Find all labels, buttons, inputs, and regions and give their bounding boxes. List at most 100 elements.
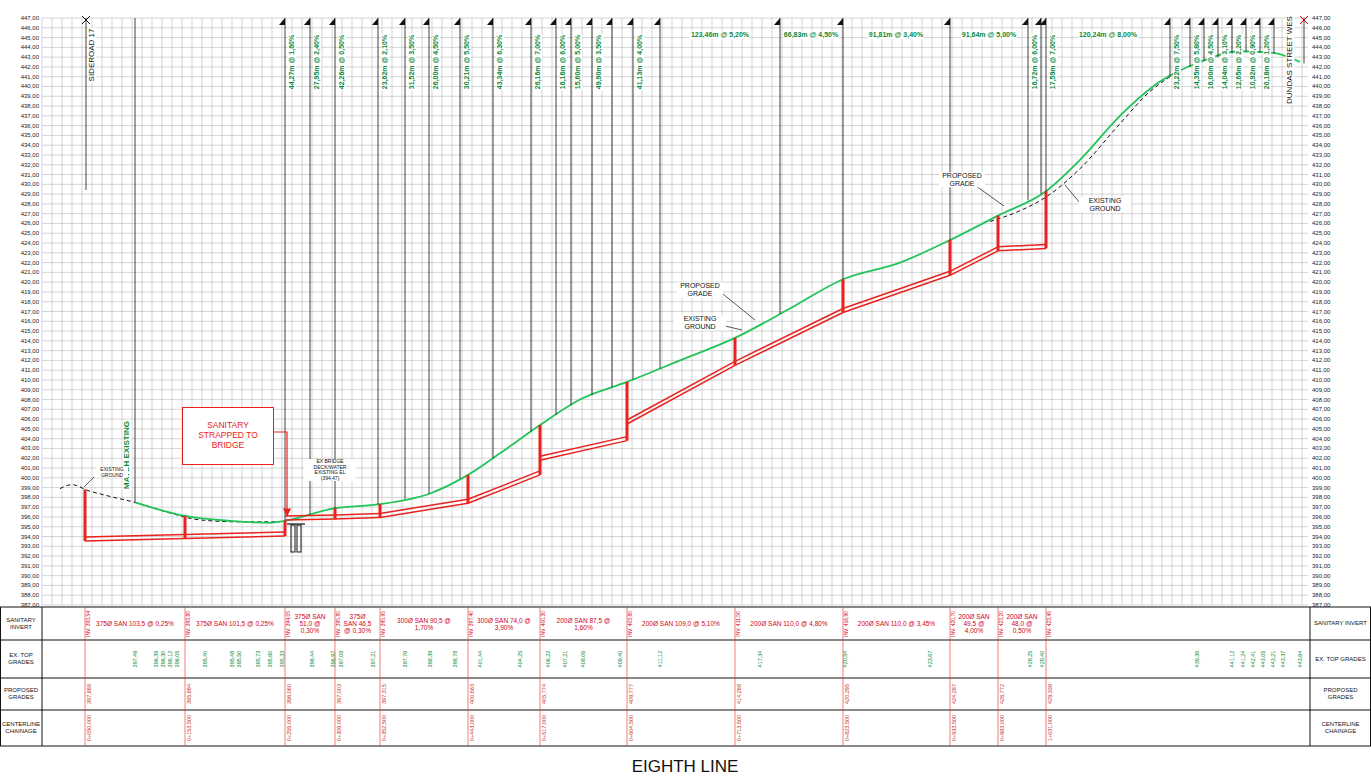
elevation-tick: 395,00	[21, 523, 39, 530]
grid-line	[852, 18, 853, 605]
invert-label: INV. 395,80	[336, 610, 342, 638]
elevation-tick: 393,00	[1312, 543, 1330, 550]
bridge-deck	[287, 523, 305, 524]
leader-line	[84, 477, 94, 487]
grade-value: 401,44	[477, 651, 483, 668]
elevation-tick: 404,00	[1312, 435, 1330, 442]
grid-line	[1082, 18, 1083, 605]
road-name: DUNDAS STREET WES	[1286, 15, 1295, 105]
invert-label: INV. 420,70	[951, 610, 957, 638]
chainage-value: 0+352,500	[381, 714, 387, 742]
grade-value: 424,287	[951, 683, 957, 705]
elevation-tick: 413,00	[21, 347, 39, 354]
elevation-tick: 408,00	[1312, 396, 1330, 403]
grade-value: 397,003	[336, 683, 342, 705]
grid-line	[1202, 18, 1203, 605]
callout-arrow	[274, 432, 287, 516]
row-header: SANITARY INVERT	[1310, 607, 1371, 640]
grid-line	[602, 18, 603, 605]
elevation-tick: 437,00	[21, 113, 39, 120]
elevation-tick: 406,00	[21, 416, 39, 423]
grade-value: 397,315	[381, 683, 387, 705]
elevation-tick: 432,00	[1312, 161, 1330, 168]
grid-line	[822, 18, 823, 605]
grid-line	[502, 18, 503, 605]
grade-value: 423,67	[927, 651, 933, 668]
elevation-tick: 430,00	[1312, 181, 1330, 188]
chainage-value: 0+443,000	[469, 714, 475, 742]
grid-line	[762, 18, 763, 605]
grade-label: 42,26m @ 0,50%	[338, 34, 346, 90]
grade-break-line	[405, 18, 406, 499]
invert-label: INV. 411,50	[736, 610, 742, 638]
pipe-wall	[335, 517, 380, 518]
grid-line	[632, 18, 633, 605]
elevation-tick: 415,00	[1312, 328, 1330, 335]
grid-line	[802, 18, 803, 605]
grid-line	[1062, 18, 1063, 605]
grade-break-line	[531, 18, 532, 431]
manhole-riser	[184, 516, 187, 539]
chainage-value: 0+255,000	[286, 714, 292, 742]
grid-line	[772, 18, 773, 605]
station-marker	[1040, 18, 1046, 25]
grade-label: 26,16m @ 7,00%	[534, 34, 542, 90]
elevation-tick: 431,00	[21, 171, 39, 178]
grid-line	[702, 18, 703, 605]
pipe-wall	[950, 247, 998, 271]
grade-break-line	[843, 18, 844, 279]
grade-value: 426,772	[999, 683, 1005, 705]
table-rule	[42, 607, 43, 746]
invert-label: INV. 393,54	[86, 610, 92, 638]
elevation-tick: 423,00	[1312, 250, 1330, 257]
elevation-tick: 411,00	[1312, 367, 1330, 374]
grade-break-line	[378, 18, 379, 504]
elevation-tick: 410,00	[21, 377, 39, 384]
grid-line	[882, 18, 883, 605]
elevation-tick: 402,00	[1312, 455, 1330, 462]
grid-line	[752, 18, 753, 605]
grid	[42, 18, 1308, 605]
invert-label: INV. 397,40	[469, 610, 475, 638]
elevation-tick: 411,00	[21, 367, 39, 374]
grid-line	[1192, 18, 1193, 605]
grid-line	[122, 18, 123, 605]
grade-value: 396,44	[309, 651, 315, 668]
grid-line	[82, 18, 83, 605]
elevation-tick: 404,00	[21, 435, 39, 442]
grade-label: 15,60m @ 5,00%	[574, 34, 582, 90]
grid-line	[312, 18, 313, 605]
grid-line	[392, 18, 393, 605]
invert-label: INV. 400,30	[541, 610, 547, 638]
grid-line	[1042, 18, 1043, 605]
grid-line	[232, 18, 233, 605]
grade-label: 17,59m @ 7,00%	[1049, 34, 1057, 90]
leader-line	[976, 186, 1004, 206]
grid-line	[662, 18, 663, 605]
grade-break-line	[612, 18, 613, 388]
grade-label: 26,00m @ 4,50%	[432, 34, 440, 90]
grade-value: 396,97	[330, 651, 336, 668]
elevation-tick: 439,00	[1312, 93, 1330, 100]
grid-line	[862, 18, 863, 605]
box-text: EX. TOP GRADES	[2, 652, 40, 666]
grade-break-line	[310, 18, 311, 515]
elevation-tick: 441,00	[1312, 73, 1330, 80]
grade-break-line	[592, 18, 593, 395]
grid-line	[1092, 18, 1093, 605]
elevation-tick: 389,00	[1312, 582, 1330, 589]
pipe-wall	[380, 503, 468, 517]
pipe-wall	[627, 365, 735, 424]
grid-line	[42, 18, 43, 605]
grid-line	[442, 18, 443, 605]
grade-value: 409,40	[617, 651, 623, 668]
table-rule	[0, 607, 1, 746]
elevation-tick: 441,00	[21, 73, 39, 80]
elevation-tick: 420,00	[21, 279, 39, 286]
grid-line	[102, 18, 103, 605]
grade-value: 396,060	[286, 683, 292, 705]
grid-line	[62, 18, 63, 605]
bridge-note: EX BRIDGE DECK/WATER EXISTING EL (394,47…	[304, 459, 356, 481]
grid-line	[1222, 18, 1223, 605]
elevation-tick: 443,00	[21, 54, 39, 61]
